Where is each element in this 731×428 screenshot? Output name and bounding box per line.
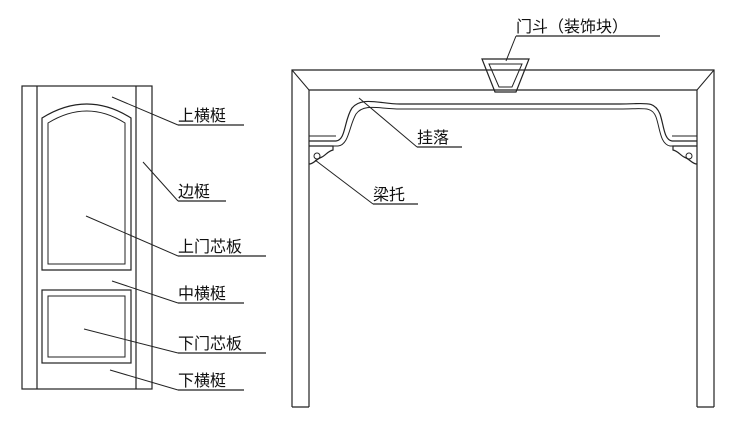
label-lower-panel: 下门芯板 — [178, 334, 242, 353]
corbel-right-scroll — [685, 152, 693, 160]
leader-keystone — [505, 35, 517, 62]
label-top-rail: 上横梃 — [178, 106, 226, 125]
mitre-left — [291, 69, 310, 91]
door-leaders — [83, 96, 266, 391]
leader-corbel — [314, 159, 374, 205]
leader-top-rail — [111, 96, 179, 126]
frame-outer — [291, 69, 715, 407]
corbel-left — [308, 145, 334, 165]
label-middle-rail: 中横梃 — [178, 284, 226, 303]
leader-upper-panel — [85, 215, 179, 257]
fascia-curve-inner — [309, 106, 697, 147]
corbel-left-shape — [308, 145, 334, 165]
leader-fascia — [358, 97, 418, 148]
leader-lower-panel — [83, 328, 179, 354]
leader-stile — [142, 161, 179, 202]
frame-labels: 门斗（装饰块） 挂落 梁托 — [373, 17, 628, 204]
frame-inner — [308, 89, 698, 407]
keystone-outer — [481, 58, 530, 93]
lower-panel-outer — [41, 289, 132, 364]
upper-panel-outer — [41, 103, 132, 271]
label-keystone: 门斗（装饰块） — [516, 17, 628, 36]
mitre-right — [696, 69, 715, 91]
corbel-right-shape — [672, 145, 698, 165]
hanging-fascia — [309, 100, 697, 147]
label-corbel: 梁托 — [373, 185, 405, 204]
lower-panel-inner — [47, 295, 126, 358]
frame-leaders — [314, 35, 660, 205]
door-frame — [291, 69, 715, 408]
fascia-curve-outer — [309, 100, 697, 142]
door-labels: 上横梃 边梃 上门芯板 中横梃 下门芯板 下横梃 — [178, 106, 242, 390]
door-outline — [21, 85, 153, 390]
keystone-inner — [488, 63, 523, 88]
keystone-block — [481, 58, 530, 93]
upper-panel-inner — [47, 110, 126, 265]
corbel-right — [672, 145, 698, 165]
label-fascia: 挂落 — [417, 128, 449, 147]
leader-middle-rail — [111, 280, 179, 304]
label-bottom-rail: 下横梃 — [178, 371, 226, 390]
leader-bottom-rail — [109, 369, 179, 391]
corbel-left-scroll — [313, 152, 321, 160]
label-upper-panel: 上门芯板 — [178, 237, 242, 256]
label-stile: 边梃 — [178, 182, 210, 201]
door-leaf — [21, 85, 153, 390]
